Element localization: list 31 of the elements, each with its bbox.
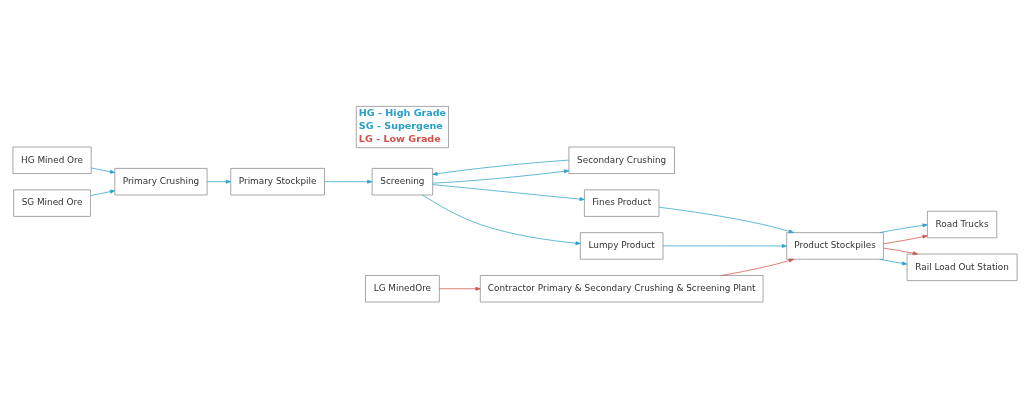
arrow: [90, 167, 115, 174]
node-box: SG Mined Ore: [12, 188, 91, 217]
arrow: [658, 206, 794, 233]
legend-label: SG - Supergene: [358, 119, 443, 131]
node-box: Primary Stockpile: [229, 167, 325, 195]
arrow: [431, 183, 585, 201]
node-box: Primary Crushing: [113, 167, 207, 195]
node-box: Screening: [371, 167, 433, 195]
node-box: Fines Product: [583, 188, 659, 217]
node-box: HG Mined Ore: [12, 146, 92, 174]
arrow: [662, 243, 787, 248]
legend-label: HG - High Grade: [358, 106, 446, 118]
arrow: [323, 179, 372, 184]
node-box: Lumpy Product: [579, 231, 663, 260]
arrow: [431, 159, 569, 176]
arrow: [882, 234, 928, 244]
arrow: [882, 247, 918, 255]
legend-label: LG - Low Grade: [358, 132, 441, 144]
node-box: Secondary Crushing: [568, 146, 675, 174]
arrow: [431, 168, 569, 183]
arrow: [878, 258, 907, 265]
arrow: [421, 194, 581, 245]
arrow: [878, 223, 928, 233]
node-box: LG MinedOre: [364, 274, 440, 302]
arrow: [720, 258, 794, 276]
node-box: Road Trucks: [926, 210, 997, 238]
node-box: Rail Load Out Station: [906, 253, 1017, 281]
arrow: [438, 286, 481, 291]
node-box: Contractor Primary & Secondary Crushing & Screening Plant: [479, 274, 763, 302]
arrow: [206, 179, 231, 184]
arrow: [89, 189, 115, 196]
